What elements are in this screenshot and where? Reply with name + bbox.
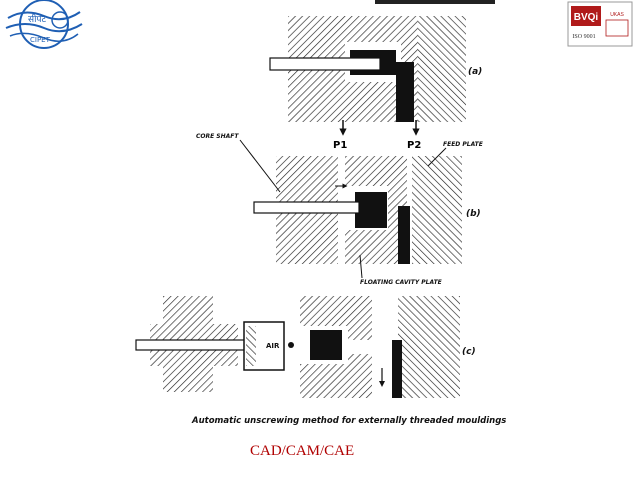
panel-b-label: (b) xyxy=(466,209,481,219)
feed-plate-label: FEED PLATE xyxy=(443,141,484,148)
bvqi-brand: BVQi xyxy=(574,12,599,23)
cipet-logo-text: CIPET xyxy=(30,36,51,44)
panel-b-diagram xyxy=(253,156,462,279)
air-label: AIR xyxy=(266,342,280,350)
cipet-logo-text-hindi: सीपेट xyxy=(28,13,47,25)
figure-caption: Automatic unscrewing method for external… xyxy=(191,416,506,426)
p2-label: P2 xyxy=(407,140,421,151)
panel-a-label: (a) xyxy=(468,67,482,77)
p1-label: P1 xyxy=(333,140,347,151)
panel-a-diagram xyxy=(269,16,466,136)
ukas-text: UKAS xyxy=(610,12,624,18)
iso-certification-logo: BVQi UKAS ISO 9001 xyxy=(567,1,633,47)
panel-c-diagram xyxy=(135,296,460,398)
header-fragment xyxy=(375,0,495,4)
floating-cavity-plate-label: FLOATING CAVITY PLATE xyxy=(360,279,443,286)
iso-9001-text: ISO 9001 xyxy=(572,34,595,40)
core-shaft-label: CORE SHAFT xyxy=(196,133,239,140)
panel-c-label: (c) xyxy=(462,347,476,357)
footer-course-title: CAD/CAM/CAE xyxy=(250,443,355,459)
cipet-logo: सीपेट CIPET xyxy=(5,0,83,49)
